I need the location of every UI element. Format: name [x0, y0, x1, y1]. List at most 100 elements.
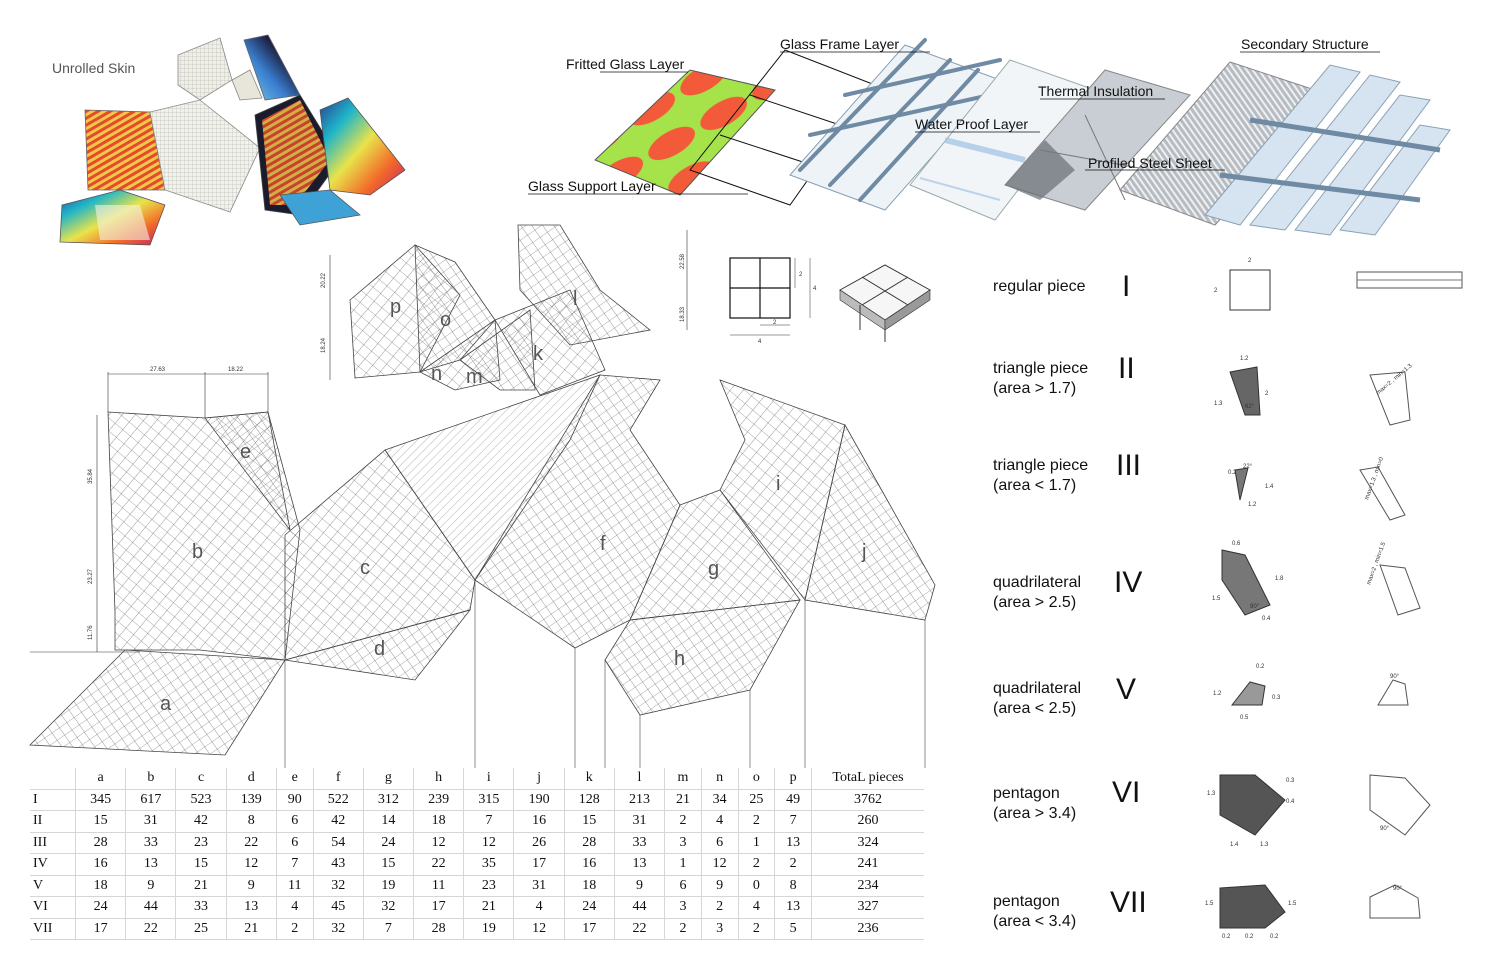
count-cell: 11 — [413, 875, 464, 897]
count-cell: 16 — [563, 853, 615, 876]
count-cell: 19 — [463, 918, 514, 940]
count-cell: 2 — [774, 853, 812, 876]
count-cell: 9 — [125, 875, 176, 897]
count-cell: 5 — [774, 918, 812, 940]
count-cell: 6 — [275, 810, 314, 833]
count-cell: 54 — [312, 832, 364, 854]
count-cell: 12 — [225, 853, 277, 876]
dim-p-h2: 18.24 — [321, 337, 327, 353]
dim-top-w2: 18.22 — [228, 367, 244, 373]
count-cell: 13 — [774, 832, 812, 854]
piece-label-j: j — [861, 541, 866, 563]
dim-b-h3: 11.76 — [88, 625, 94, 640]
layer-label-glass-frame: Glass Frame Layer — [780, 36, 900, 52]
count-cell: 18 — [563, 875, 615, 897]
table-header-cell: o — [737, 768, 775, 790]
grid-dim-2b: 2 — [773, 320, 777, 326]
count-cell: 1 — [664, 853, 702, 876]
count-cell: 34 — [700, 789, 739, 811]
piece-label-g: g — [708, 558, 719, 580]
table-header-cell: p — [774, 768, 812, 790]
type-roman-iii: III — [1116, 449, 1142, 482]
layer-label-glass-support: Glass Support Layer — [528, 178, 656, 194]
piece-type-sketches — [1219, 269, 1463, 929]
piece-label-o: o — [440, 309, 451, 331]
count-cell: 4 — [513, 896, 565, 919]
dim-b-h2: 23.27 — [88, 568, 94, 584]
table-header-total: TotaL pieces — [811, 768, 924, 790]
row-type-cell: V — [30, 875, 76, 897]
count-cell: 44 — [125, 896, 176, 919]
piece-label-m: m — [466, 366, 483, 388]
row-type-cell: I — [30, 789, 76, 811]
count-cell: 3 — [700, 918, 739, 940]
count-cell: 22 — [413, 853, 464, 876]
count-cell: 17 — [563, 918, 615, 940]
piece-label-d: d — [374, 638, 385, 660]
count-cell: 28 — [563, 832, 615, 854]
count-cell: 9 — [700, 875, 739, 897]
piece-label-n: n — [431, 363, 442, 385]
count-cell: 28 — [413, 918, 464, 940]
count-cell: 21 — [225, 918, 277, 940]
row-type-cell: VI — [30, 896, 76, 919]
count-cell: 31 — [125, 810, 176, 833]
count-cell: 239 — [413, 789, 464, 811]
piece-label-k: k — [533, 343, 544, 365]
count-cell: 32 — [312, 918, 364, 940]
count-cell: 33 — [613, 832, 665, 854]
count-cell: 0 — [737, 875, 775, 897]
type-name-ii: triangle piece(area > 1.7) — [993, 360, 1089, 397]
type-name-iv: quadrilateral(area > 2.5) — [993, 574, 1082, 611]
unrolled-skin-graphic — [59, 34, 406, 246]
type-roman-i: I — [1122, 270, 1131, 303]
count-cell: 3 — [664, 832, 702, 854]
type-name-vi: pentagon(area > 3.4) — [993, 785, 1077, 822]
piece-label-l: l — [573, 288, 577, 310]
count-cell: 24 — [563, 896, 615, 919]
count-cell: 25 — [175, 918, 227, 940]
count-cell: 128 — [563, 789, 615, 811]
count-cell: 9 — [225, 875, 277, 897]
count-cell: 18 — [413, 810, 464, 833]
unfolded-panel-map: a b c d e f g h i j k l m n o p 27.63 18… — [29, 224, 936, 768]
piece-label-f: f — [600, 533, 606, 555]
count-cell: 15 — [362, 853, 414, 876]
count-cell: 7 — [463, 810, 514, 833]
count-cell: 43 — [312, 853, 364, 876]
grid-module-detail: 2 4 2 4 — [729, 257, 931, 345]
count-cell: 17 — [74, 918, 126, 940]
row-total-cell: 327 — [811, 896, 924, 919]
dim-p-h1: 20.22 — [321, 272, 327, 288]
type-name-vii: pentagon(area < 3.4) — [993, 893, 1077, 930]
type-roman-vii: VII — [1110, 886, 1147, 919]
row-total-cell: 236 — [811, 918, 924, 940]
count-cell: 31 — [613, 810, 665, 833]
count-cell: 6 — [664, 875, 702, 897]
count-cell: 2 — [700, 896, 739, 919]
layer-label-secondary-structure: Secondary Structure — [1241, 36, 1369, 52]
count-cell: 522 — [312, 789, 364, 811]
count-cell: 312 — [362, 789, 414, 811]
dim-top-w1: 27.63 — [150, 367, 166, 373]
count-cell: 2 — [737, 810, 775, 833]
piece-label-i: i — [776, 473, 780, 495]
count-cell: 315 — [463, 789, 514, 811]
layer-label-water-proof: Water Proof Layer — [915, 116, 1029, 132]
count-cell: 13 — [125, 853, 176, 876]
count-cell: 13 — [613, 853, 665, 876]
count-cell: 28 — [74, 832, 126, 854]
piece-label-c: c — [360, 557, 370, 579]
count-cell: 23 — [175, 832, 227, 854]
count-cell: 15 — [563, 810, 615, 833]
count-cell: 139 — [225, 789, 277, 811]
count-cell: 6 — [700, 832, 739, 854]
count-cell: 14 — [362, 810, 414, 833]
count-cell: 2 — [275, 918, 314, 940]
count-cell: 22 — [613, 918, 665, 940]
table-header-cell — [30, 768, 76, 790]
